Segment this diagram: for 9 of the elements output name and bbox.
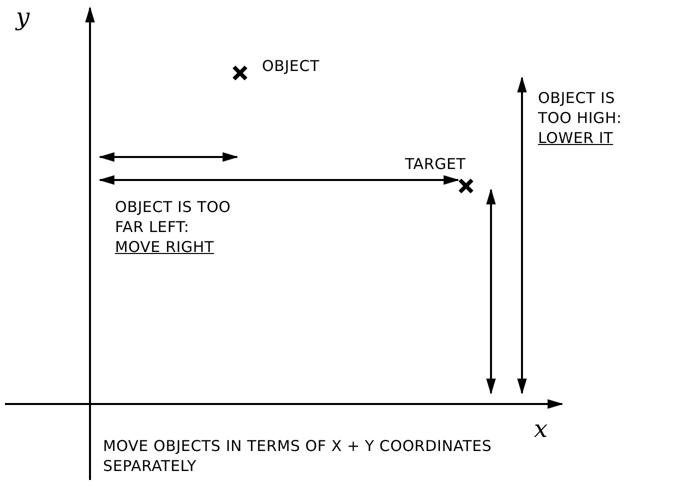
- note: MOVE OBJECTS IN TERMS OF X + Y COORDINATES SEPARATELY: [103, 436, 493, 476]
- point-label: TARGET: [405, 154, 467, 174]
- point-label: OBJECT: [262, 56, 320, 76]
- axis-label: y: [16, 4, 31, 30]
- note: OBJECT IS TOO FAR LEFT:: [115, 197, 232, 237]
- note: MOVE RIGHT: [115, 237, 215, 257]
- note: OBJECT IS TOO HIGH:: [538, 88, 623, 128]
- axis-label: x: [534, 416, 549, 442]
- note: LOWER IT: [538, 128, 614, 148]
